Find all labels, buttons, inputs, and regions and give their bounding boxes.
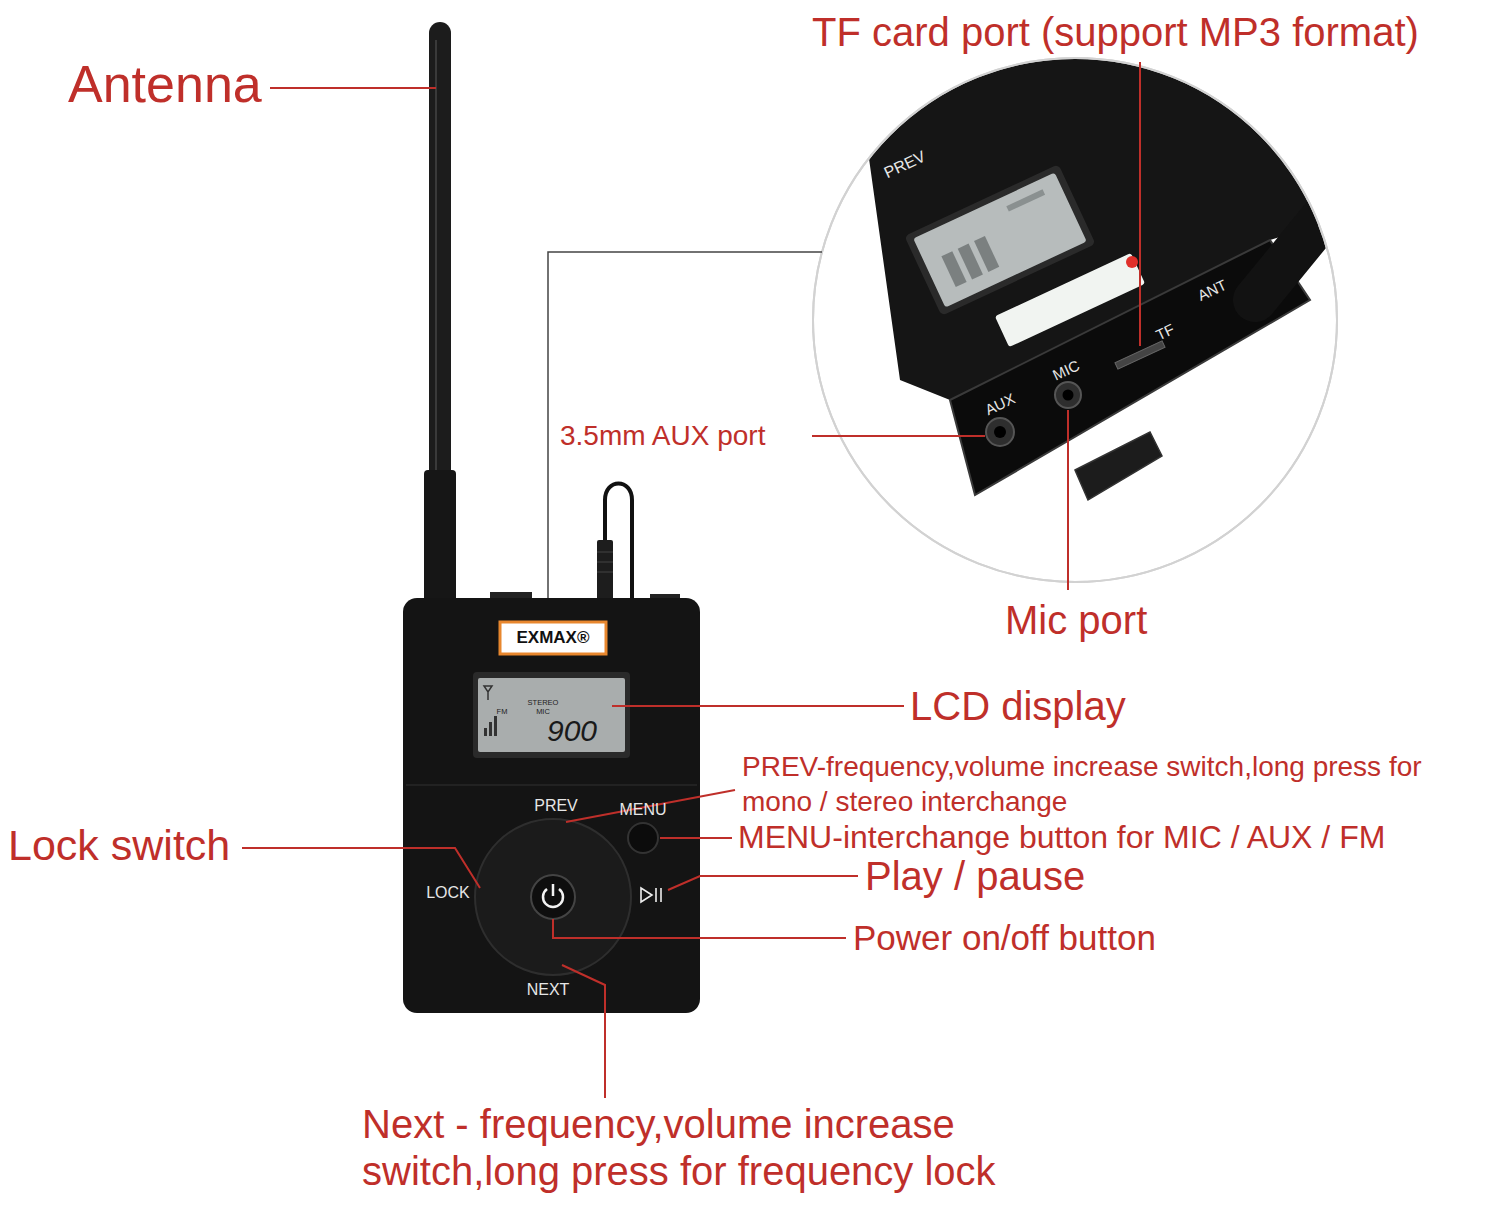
lcd-frame: [473, 672, 630, 758]
play-symbol: [641, 888, 652, 902]
lcd-text: STEREO: [528, 699, 559, 707]
callout-label: PREV-frequency,volume increase switch,lo…: [742, 749, 1494, 819]
callout-label: Next - frequency,volume increase switch,…: [362, 1101, 1042, 1195]
button-label: MENU: [619, 801, 666, 819]
menu-button: [628, 823, 658, 853]
brand-label: EXMAX®: [517, 628, 590, 648]
port-label: TF: [1153, 320, 1177, 343]
button-label: LOCK: [426, 884, 470, 902]
port-label: ANT: [1195, 276, 1229, 304]
port-label: MIC: [1050, 356, 1082, 383]
control-wheel: [475, 819, 631, 975]
callout-label: MENU-interchange button for MIC / AUX / …: [738, 819, 1385, 856]
callout-label: Play / pause: [865, 853, 1085, 899]
device-body: [403, 598, 700, 1013]
button-label: NEXT: [527, 981, 570, 999]
button-label: PREV: [881, 147, 928, 182]
callout-label: Antenna: [68, 55, 262, 115]
lcd-frequency: 900: [547, 714, 597, 749]
port-label: AUX: [982, 390, 1017, 419]
callout-label: Mic port: [1005, 597, 1147, 643]
zoom-pointer: [548, 252, 822, 598]
callout-label: LCD display: [910, 683, 1126, 729]
callout-label: 3.5mm AUX port: [560, 420, 765, 452]
callout-label: Power on/off button: [853, 918, 1156, 958]
lcd-text: FM: [497, 708, 508, 716]
antenna: [429, 22, 451, 482]
zoom-detail: [865, 45, 1400, 500]
callout-label: TF card port (support MP3 format): [812, 9, 1419, 55]
brand-sticker: [500, 622, 606, 654]
power-button: [531, 875, 575, 919]
button-label: PREV: [534, 797, 578, 815]
callout-label: Lock switch: [8, 821, 230, 870]
